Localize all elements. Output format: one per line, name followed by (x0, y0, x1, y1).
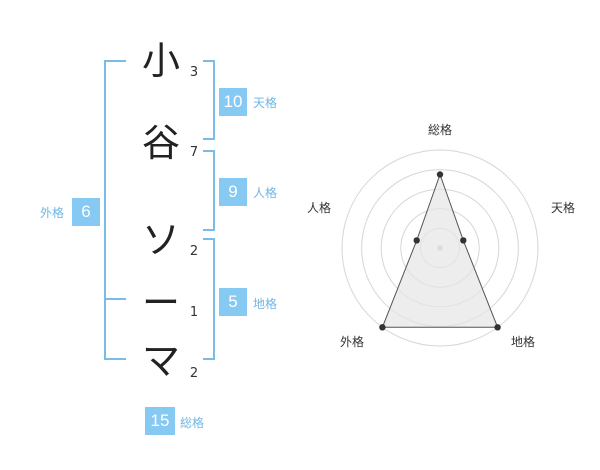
name-char-4: ー (141, 281, 180, 325)
radar-label-tenkaku: 天格 (550, 201, 575, 215)
stroke-count-4: 1 (189, 305, 199, 320)
stroke-count-5: 2 (189, 366, 199, 381)
radar-label-jinkaku: 人格 (306, 201, 331, 215)
tenkaku-badge: 10 (219, 88, 247, 116)
stroke-count-2: 7 (189, 145, 199, 160)
radar-point-4 (379, 324, 386, 331)
radar-point-2 (460, 237, 467, 244)
radar-label-soukaku: 総格 (427, 123, 452, 137)
tenkaku-bracket (203, 60, 215, 140)
soukaku-label: 総格 (180, 416, 205, 430)
radar-point-5 (413, 237, 420, 244)
radar-ring (341, 149, 539, 347)
jinkaku-bracket (203, 150, 215, 231)
chikaku-badge: 5 (219, 288, 247, 316)
gaikaku-label: 外格 (40, 206, 65, 220)
gaikaku-badge: 6 (72, 198, 100, 226)
jinkaku-label: 人格 (253, 186, 278, 200)
radar-polygon (381, 173, 499, 328)
soukaku-badge: 15 (145, 407, 175, 435)
radar-label-gaikaku: 外格 (339, 335, 364, 349)
tenkaku-label: 天格 (253, 96, 278, 110)
chikaku-label: 地格 (253, 297, 278, 311)
name-char-3: ソ (141, 218, 180, 262)
chikaku-bracket (203, 238, 215, 360)
radar-label-chikaku: 地格 (510, 335, 535, 349)
name-char-1: 小 (141, 39, 180, 83)
stroke-count-3: 2 (189, 244, 199, 259)
name-char-5: マ (141, 339, 180, 383)
stroke-count-1: 3 (189, 65, 199, 80)
name-char-2: 谷 (141, 121, 180, 165)
radar-point-3 (494, 324, 501, 331)
outer-bracket (104, 60, 126, 360)
jinkaku-badge: 9 (219, 178, 247, 206)
radar-point-1 (436, 171, 444, 178)
outer-bracket-divider (104, 298, 126, 300)
